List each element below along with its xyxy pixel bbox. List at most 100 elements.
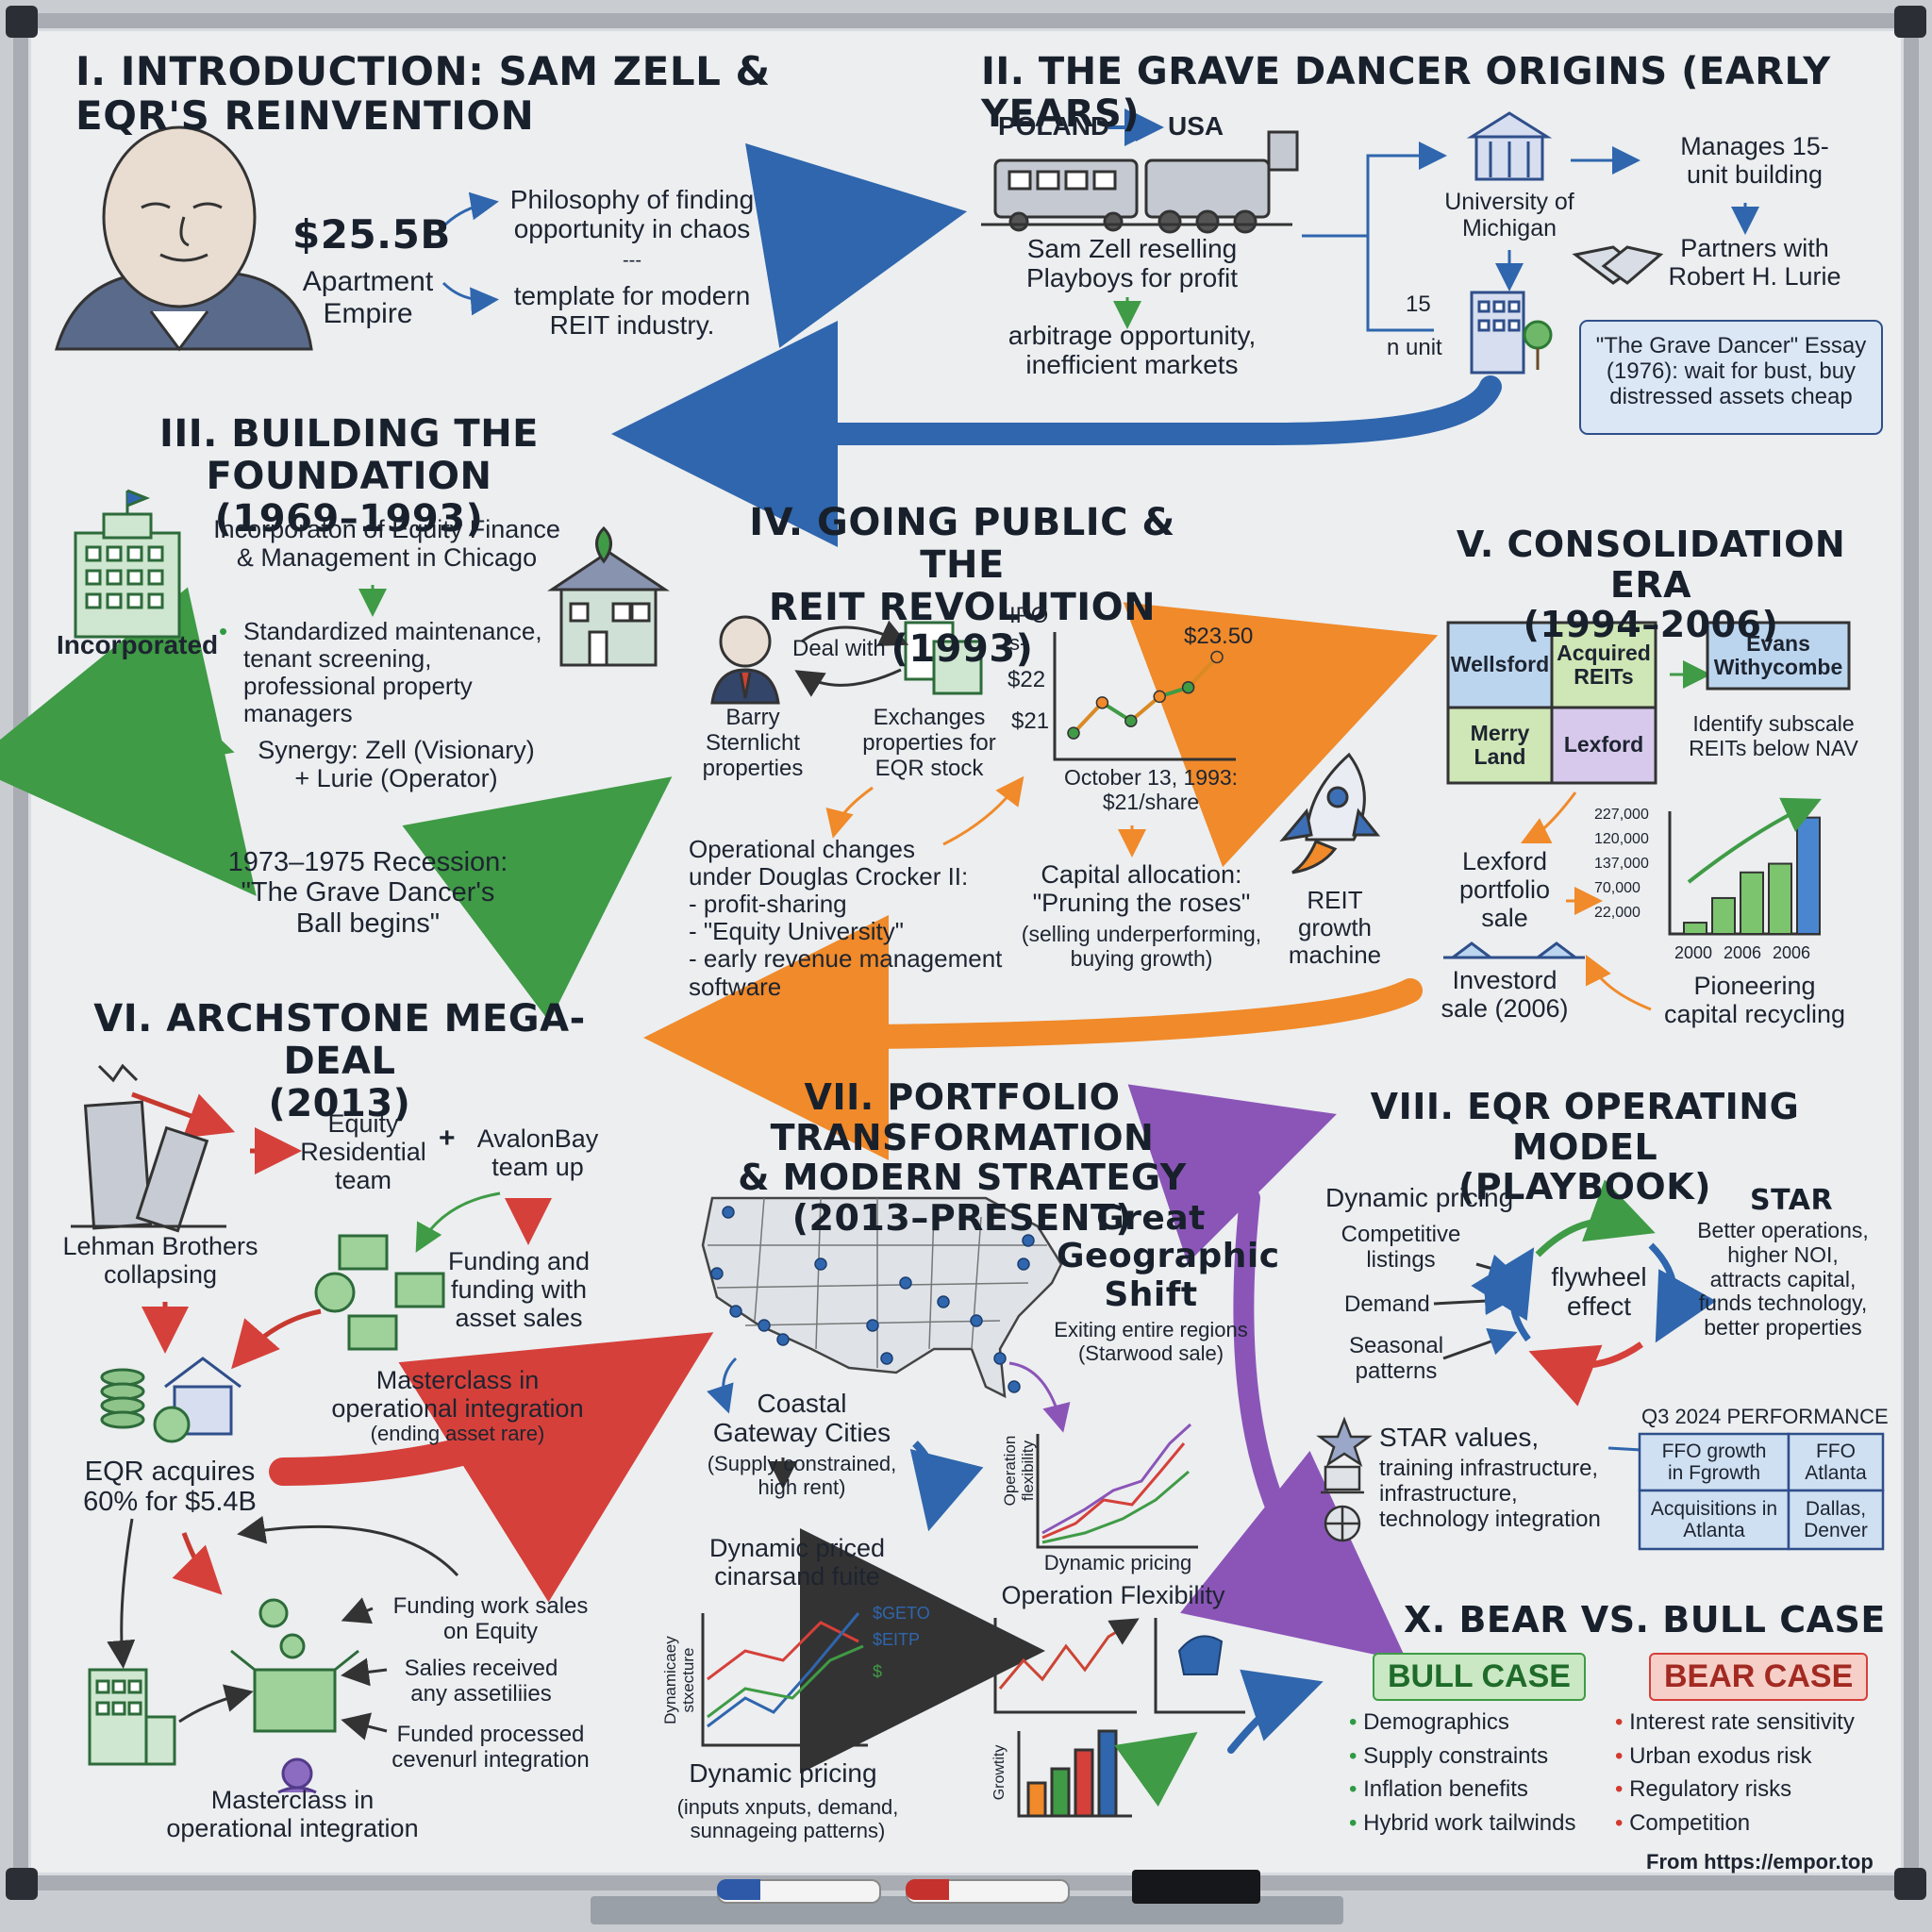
ipo-line-segment xyxy=(1072,701,1104,735)
coastal-subtext: (Supply constrained, high rent) xyxy=(707,1452,897,1499)
funding-box-icon xyxy=(230,1598,359,1794)
apartment-building xyxy=(1470,291,1553,375)
coins-house-icon xyxy=(100,1357,242,1443)
dyn-axis-label: Dynamicaey stxecture xyxy=(660,1636,697,1724)
recession-text: 1973–1975 Recession: "The Grave Dancer's… xyxy=(227,847,508,939)
tick-22: $22 xyxy=(1008,667,1046,692)
star-values-icons xyxy=(1316,1416,1373,1542)
eqr-acquires: EQR acquires 60% for $5.4B xyxy=(83,1457,257,1518)
bullet-mark: • xyxy=(219,617,228,645)
handshake-icon xyxy=(1572,245,1664,285)
bar-ytick-label: 22,000 xyxy=(1594,905,1641,921)
identify-text: Identify subscale REITs below NAV xyxy=(1689,711,1858,760)
empire-amount: $25.5B xyxy=(292,211,451,258)
bar xyxy=(1683,922,1707,935)
deal-arrow xyxy=(801,620,909,646)
section-6-title: VI. ARCHSTONE MEGA-DEAL (2013) xyxy=(93,997,586,1125)
bear-item: • Competition xyxy=(1615,1809,1751,1836)
capital-text: Capital allocation: "Pruning the roses" xyxy=(1032,860,1251,918)
growth-axis-label: Growtity xyxy=(991,1744,1008,1801)
ipo-axis-s: s- xyxy=(1009,631,1027,655)
seasonal-label: Seasonal patterns xyxy=(1348,1333,1444,1384)
source-footer[interactable]: From https://empor.top xyxy=(1646,1850,1874,1874)
n-unit-label: n unit xyxy=(1387,335,1442,360)
legend-eitp: $EITP xyxy=(873,1630,921,1649)
bear-item: • Regulatory risks xyxy=(1615,1776,1792,1803)
orange-thin-arrows xyxy=(825,775,1652,1011)
evans-box-bg xyxy=(1706,621,1851,691)
bull-item: • Inflation benefits xyxy=(1349,1776,1528,1803)
investord-text: Investord sale (2006) xyxy=(1441,966,1569,1024)
blue-marker[interactable] xyxy=(717,1879,881,1904)
bull-list: • Demographics • Supply constraints • In… xyxy=(1349,1706,1575,1840)
green-thin-arrows xyxy=(163,297,1141,1253)
sam-zell-portrait xyxy=(55,125,313,352)
mini-box-chart xyxy=(1154,1618,1245,1714)
barry-label: Barry Sternlicht properties xyxy=(702,705,804,781)
playboy-text: Sam Zell reselling Playboys for profit xyxy=(1025,234,1239,293)
ipo-date: October 13, 1993: $21/share xyxy=(1063,765,1239,814)
flywheel-label: flywheel effect xyxy=(1551,1262,1647,1322)
great-shift-text: Great Geographic Shift xyxy=(1057,1199,1280,1314)
board-corner xyxy=(6,1868,38,1900)
dynamic-pricing-small: Dynamic pricing xyxy=(1043,1551,1192,1574)
table-cell-2: Acquisitions in Atlanta xyxy=(1650,1497,1778,1541)
training-text: training infrastructure, infrastructure,… xyxy=(1379,1456,1601,1532)
ipo-label: IPO xyxy=(1009,603,1049,628)
star-desc: Better operations, higher NOI, attracts … xyxy=(1697,1218,1869,1340)
house-with-dollar-pin xyxy=(547,525,670,667)
board-corner xyxy=(1894,1868,1926,1900)
pioneering-text: Pioneering capital recycling xyxy=(1663,972,1846,1029)
growth-arrow xyxy=(1114,1732,1198,1807)
legend-dollar: $ xyxy=(873,1662,883,1681)
bar-xtick-label: 2006 xyxy=(1773,943,1811,962)
bar-xtick-label: 2006 xyxy=(1724,943,1762,962)
barry-sternlicht-sketch xyxy=(710,615,780,705)
table-cell-3: Dallas, Denver xyxy=(1804,1497,1868,1541)
empire-label: Apartment Empire xyxy=(302,266,434,329)
operational-text: Operational changes under Douglas Crocke… xyxy=(689,835,1003,1001)
train-sketch xyxy=(981,130,1299,234)
bar-ytick-label: 137,000 xyxy=(1594,856,1649,872)
grid-cell-bg xyxy=(1550,706,1657,785)
us-map-sketch xyxy=(701,1196,1063,1399)
incorporated-label: Incorporated xyxy=(57,630,219,659)
equity-team-text: Equity Residential team xyxy=(300,1109,426,1195)
philosophy-divider: --- xyxy=(623,250,641,271)
evans-box: Evans Withycombe xyxy=(1713,630,1843,679)
section-5-title: V. CONSOLIDATION ERA (1994–2006) xyxy=(1456,524,1846,646)
star-label: STAR xyxy=(1750,1184,1834,1217)
tick-21: $21 xyxy=(1011,708,1050,734)
capital-subtext: (selling underperforming, buying growth) xyxy=(1021,922,1262,971)
avalon-text: AvalonBay team up xyxy=(476,1124,599,1182)
section-10-title: X. BEAR VS. BULL CASE xyxy=(1404,1599,1886,1641)
poland-label: POLAND xyxy=(998,111,1110,141)
section-7-title: VII. PORTFOLIO TRANSFORMATION & MODERN S… xyxy=(738,1076,1187,1239)
table-cell-0: FFO growth in Fgrowth xyxy=(1661,1440,1767,1484)
flywheel-cycle xyxy=(1471,1179,1717,1407)
dark-thin-arrows xyxy=(107,1457,797,1740)
ipo-point xyxy=(1153,690,1166,704)
fifteen-label: 15 xyxy=(1406,291,1431,317)
flow-arrows xyxy=(0,142,1502,1774)
standardized-text: Standardized maintenance, tenant screeni… xyxy=(243,617,542,728)
essay-note xyxy=(1579,320,1883,435)
op-flex-title: Operation Flexibility xyxy=(1001,1581,1225,1609)
dynamic-pricing-sub: (inputs xnputs, demand, sunnageing patte… xyxy=(676,1795,899,1842)
office-building xyxy=(74,489,181,639)
grid-cell-bg xyxy=(1446,706,1554,785)
ipo-point xyxy=(1067,726,1080,740)
grid-acquired: Acquired REITs xyxy=(1557,640,1651,689)
section-1-title: I. INTRODUCTION: SAM ZELL & EQR'S REINVE… xyxy=(75,48,771,140)
exchanges-label: Exchanges properties for EQR stock xyxy=(862,705,996,781)
section-2-title: II. THE GRAVE DANCER ORIGINS (EARLY YEAR… xyxy=(981,50,1831,136)
arbitrage-text: arbitrage opportunity, inefficient marke… xyxy=(1008,321,1257,380)
dynamic-priced-text: Dynamic priced cinarsand fuite xyxy=(708,1534,886,1591)
price-2350: $23.50 xyxy=(1184,624,1254,649)
eraser[interactable] xyxy=(1132,1870,1260,1904)
dynamic-pricing-label: Dynamic pricing xyxy=(1325,1183,1514,1212)
red-marker[interactable] xyxy=(906,1879,1070,1904)
masterclass-2: Masterclass in operational integration xyxy=(166,1786,419,1843)
ipo-point xyxy=(1181,680,1195,694)
